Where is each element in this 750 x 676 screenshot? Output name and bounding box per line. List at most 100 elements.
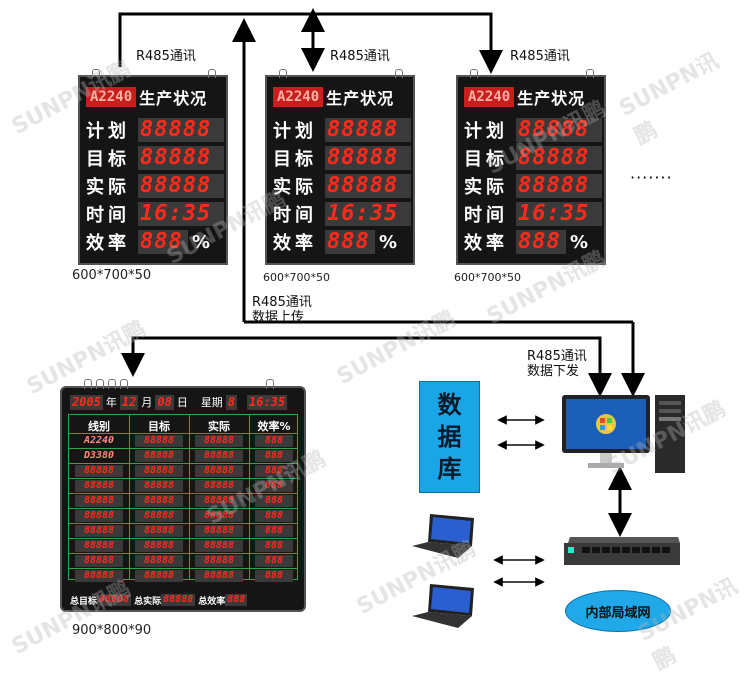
row-value: 16:35	[138, 202, 224, 226]
board-size-2: 600*700*50	[263, 271, 330, 284]
efficiency-cell: 888	[255, 540, 293, 552]
hook	[120, 379, 128, 389]
hook	[395, 69, 403, 78]
row-label: 实际	[464, 177, 508, 198]
day-value: 08	[155, 394, 174, 410]
percent-sign: %	[192, 231, 211, 253]
hook	[84, 379, 92, 389]
row-label: 目标	[464, 149, 508, 170]
column-header: 效率%	[257, 420, 291, 433]
actual-cell: 88888	[195, 465, 243, 477]
line-code-cell: 88888	[75, 555, 123, 567]
link-label-r485-3: R485通讯	[510, 49, 570, 64]
row-label: 效率	[464, 233, 508, 254]
row-label: 实际	[86, 177, 130, 198]
row-label: 目标	[86, 149, 130, 170]
row-label: 计划	[86, 121, 130, 142]
desktop-computer-icon	[562, 395, 685, 473]
week-value: 8	[225, 394, 238, 410]
week-label: 星期	[200, 396, 223, 409]
board-code: A2240	[464, 87, 515, 107]
row-label: 计划	[464, 121, 508, 142]
row-label: 目标	[273, 149, 317, 170]
line-code-cell: A2240	[83, 435, 115, 446]
actual-cell: 88888	[195, 540, 243, 552]
network-switch-icon	[564, 537, 680, 565]
board-size-1: 600*700*50	[72, 268, 152, 283]
row-value: 88888	[325, 146, 411, 170]
column-header: 目标	[148, 420, 170, 433]
row-value: 16:35	[325, 202, 411, 226]
column-header: 线别	[88, 420, 110, 433]
total-actual-label: 总实际	[134, 596, 162, 607]
month-value: 12	[119, 394, 139, 410]
row-value: 88888	[138, 118, 224, 142]
line-code-cell: 88888	[75, 465, 123, 477]
month-label: 月	[141, 396, 153, 409]
row-label: 时间	[464, 205, 508, 226]
connection-lines	[118, 8, 645, 587]
row-value: 888	[325, 230, 375, 254]
board-size-big: 900*800*90	[72, 623, 152, 638]
hook	[208, 69, 216, 78]
board-code: A2240	[273, 87, 324, 107]
line-code-cell: 88888	[75, 510, 123, 522]
total-target-value: 88888	[97, 594, 132, 606]
link-label-download-top: R485通讯	[527, 349, 587, 364]
summary-footer: 总目标 88888 总实际 88888 总效率 888	[70, 593, 250, 607]
line-code-cell: D3380	[83, 450, 115, 461]
summary-board: 2005 年 12 月 08 日 星期 8 16:35 线别 目标 实际 效率%…	[60, 379, 306, 612]
row-label: 计划	[273, 121, 317, 142]
row-label: 时间	[273, 205, 317, 226]
row-label: 实际	[273, 177, 317, 198]
laptop-icon	[412, 584, 474, 628]
actual-cell: 88888	[195, 435, 243, 447]
hook	[586, 69, 594, 78]
board-title: 生产状况	[139, 89, 208, 108]
actual-cell: 88888	[195, 450, 243, 462]
row-value: 888	[516, 230, 566, 254]
percent-sign: %	[379, 231, 398, 253]
database-char: 据	[437, 423, 462, 451]
link-label-r485-1: R485通讯	[136, 49, 196, 64]
row-value: 16:35	[516, 202, 602, 226]
actual-cell: 88888	[195, 525, 243, 537]
row-value: 88888	[516, 146, 602, 170]
target-cell: 88888	[135, 465, 183, 477]
target-cell: 88888	[135, 570, 183, 582]
efficiency-cell: 888	[255, 570, 293, 582]
actual-cell: 88888	[195, 510, 243, 522]
total-eff-value: 888	[225, 594, 248, 606]
line-code-cell: 88888	[75, 540, 123, 552]
database-char: 库	[437, 455, 462, 483]
line-code-cell: 88888	[75, 570, 123, 582]
laptop-icon	[412, 514, 474, 558]
target-cell: 88888	[135, 450, 183, 462]
efficiency-cell: 888	[255, 435, 293, 447]
hook	[279, 69, 287, 78]
row-label: 效率	[273, 233, 317, 254]
target-cell: 88888	[135, 525, 183, 537]
board-size-3: 600*700*50	[454, 271, 521, 284]
line-code-cell: 88888	[75, 480, 123, 492]
row-value: 88888	[516, 174, 602, 198]
efficiency-cell: 888	[255, 510, 293, 522]
hook	[108, 379, 116, 389]
row-label: 效率	[86, 233, 130, 254]
board-title: 生产状况	[326, 89, 395, 108]
link-label-r485-2: R485通讯	[330, 49, 390, 64]
year-value: 2005	[70, 394, 103, 410]
target-cell: 88888	[135, 495, 183, 507]
board-code: A2240	[86, 87, 137, 107]
row-value: 88888	[325, 118, 411, 142]
total-actual-value: 88888	[161, 594, 196, 606]
link-label-download-bottom: 数据下发	[527, 364, 580, 379]
efficiency-cell: 888	[255, 450, 293, 462]
time-value: 16:35	[247, 394, 288, 410]
actual-cell: 88888	[195, 570, 243, 582]
day-label: 日	[176, 396, 188, 409]
hook	[470, 69, 478, 78]
row-value: 88888	[516, 118, 602, 142]
target-cell: 88888	[135, 435, 183, 447]
